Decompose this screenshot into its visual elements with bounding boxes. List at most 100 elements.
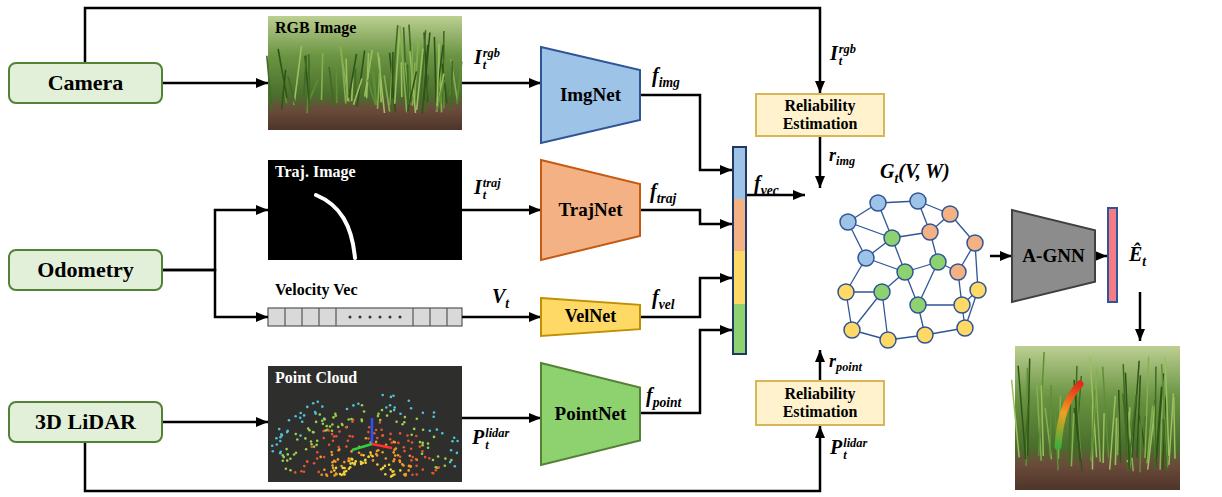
lidar-point (350, 458, 353, 461)
lidar-point (333, 435, 336, 438)
output-photo (1015, 346, 1180, 490)
node-label: ImgNet (560, 85, 621, 106)
trapezoid-shape (541, 298, 640, 336)
math-index-stack: ttraj (483, 177, 501, 202)
grass-blade (1050, 385, 1051, 456)
connector-arrow (462, 316, 541, 319)
lidar-point (413, 428, 416, 431)
dot (369, 316, 372, 319)
lidar-point (421, 452, 424, 455)
grass-blade (1147, 408, 1152, 464)
lidar-point (367, 437, 370, 440)
lidar-point (376, 450, 379, 453)
lidar-point (386, 414, 389, 417)
lidar-point (381, 435, 384, 438)
output-arrow (1139, 292, 1142, 341)
lidar-point (408, 465, 411, 468)
lidar-point (315, 444, 318, 447)
lidar-point (337, 446, 340, 449)
grass-blade (288, 76, 296, 108)
lidar-point (340, 465, 343, 468)
graph-illustration (838, 193, 986, 348)
lidar-point (330, 471, 333, 474)
lidar-point (303, 471, 306, 474)
lidar-point (375, 429, 378, 432)
connector-arrow (163, 270, 268, 317)
lidar-point (363, 410, 366, 413)
node-label: Camera (48, 71, 124, 95)
lidar-point (334, 460, 337, 463)
math-subscript: point (836, 360, 862, 374)
grass-blade (329, 67, 334, 106)
lidar-point (349, 462, 352, 465)
lidar-point (399, 412, 402, 415)
lidar-point (317, 401, 320, 404)
lidar-point (367, 431, 370, 434)
lidar-point (310, 443, 313, 446)
lidar-point (305, 448, 308, 451)
network-block: VelNet (541, 298, 640, 336)
math-subscript: img (836, 154, 855, 168)
math-subscript: t (843, 449, 867, 462)
graph-vertex (910, 297, 926, 313)
lidar-point (338, 448, 341, 451)
lidar-point (379, 419, 382, 422)
node-label: PointNet (555, 404, 627, 425)
lidar-point (408, 400, 411, 403)
lidar-point (275, 437, 278, 440)
math-base: I (474, 46, 482, 68)
grass-blade (1012, 380, 1020, 458)
lidar-point (416, 458, 419, 461)
lidar-point (444, 464, 447, 467)
lidar-point (311, 446, 314, 449)
lidar-point (361, 404, 364, 407)
math-base: f (646, 384, 653, 406)
grass-blade (1018, 366, 1026, 460)
lidar-point (286, 459, 289, 462)
lidar-point (314, 411, 317, 414)
math-subscript: t (483, 59, 500, 72)
lidar-point (406, 434, 409, 437)
lidar-point (351, 421, 354, 424)
grass-blade (1119, 390, 1121, 463)
signal-label: ftraj (648, 180, 678, 207)
lidar-point (289, 469, 292, 472)
lidar-point (415, 458, 418, 461)
lidar-point (348, 467, 351, 470)
grass-blade (378, 53, 385, 114)
math-base: f (652, 64, 659, 86)
node-label: VelNet (565, 307, 616, 327)
math-base: G (880, 160, 894, 182)
lidar-point (331, 423, 334, 426)
math-base: f (754, 172, 761, 194)
image-caption: RGB Image (275, 19, 356, 37)
math-base: (V, W) (898, 160, 950, 182)
lidar-point (407, 439, 410, 442)
image-caption: Traj. Image (275, 163, 356, 181)
connector-arrow (462, 209, 541, 212)
lidar-point (385, 406, 388, 409)
lidar-point (321, 419, 324, 422)
lidar-point (390, 475, 393, 478)
math-base: f (650, 180, 657, 202)
graph-vertex (970, 282, 986, 298)
signal-label: Vt (490, 285, 511, 312)
grass-blade (1091, 390, 1095, 462)
grass-blade (1103, 413, 1104, 463)
grass-blade (340, 46, 349, 102)
axis (371, 418, 374, 444)
grass-blade (1174, 397, 1175, 459)
lidar-point (364, 459, 367, 462)
grass-blade (384, 75, 389, 111)
lidar-point (303, 414, 306, 417)
node-label: Reliability Estimation (757, 385, 883, 420)
lidar-point (335, 415, 338, 418)
lidar-point (280, 433, 283, 436)
connector-arrow (640, 95, 732, 170)
grass-blade (278, 49, 287, 98)
dot (379, 316, 382, 319)
node-label: A-GNN (1022, 246, 1084, 267)
lidar-point (341, 423, 344, 426)
grass (267, 25, 462, 114)
